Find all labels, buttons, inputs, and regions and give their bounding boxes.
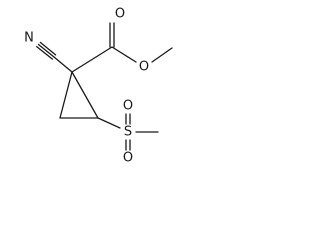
bond-ring-to-nitrile-carbon [53, 56, 73, 73]
sulfonyl-oxygen-bottom-label: O [123, 151, 133, 166]
triple-bond-line-3 [36, 45, 54, 60]
bond-ester-oxygen-to-methyl [151, 47, 173, 63]
triple-bond-line-1 [37, 43, 55, 58]
ring-bond-top-right [71, 71, 99, 119]
sulfonyl-oxygen-top-label: O [123, 99, 133, 114]
nitrile-nitrogen-label: N [24, 31, 34, 46]
carbonyl-oxygen-label: O [115, 7, 125, 22]
bond-ring-to-sulfur [97, 117, 121, 129]
chemical-structure-diagram: N O O S O O [24, 7, 173, 166]
triple-bond-line-2 [39, 41, 57, 56]
ring-bond-top-left [59, 71, 73, 119]
bond-ring-to-carbonyl-carbon [71, 46, 113, 73]
ester-oxygen-label: O [139, 60, 149, 75]
sulfur-label: S [124, 125, 132, 140]
bond-carbonyl-to-ester-oxygen [111, 46, 137, 63]
